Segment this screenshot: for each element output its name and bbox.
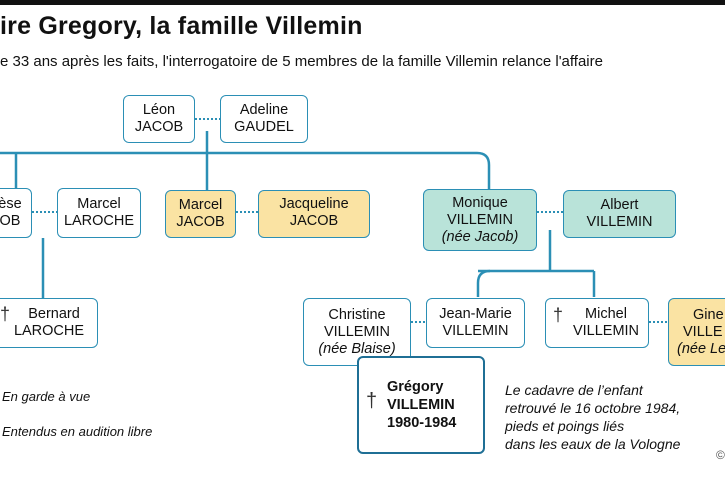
first-name: Christine — [328, 306, 386, 323]
deceased-cross-icon: † — [553, 305, 564, 325]
first-name: Grégory — [387, 379, 444, 395]
last-name: VILLEMIN — [442, 323, 509, 339]
first-name: èse — [0, 196, 22, 212]
first-name: Monique — [452, 194, 508, 211]
person-christine-villemin: Christine VILLEMIN (née Blaise) — [303, 298, 411, 366]
first-name: Gine — [693, 306, 724, 323]
person-bernard-laroche: Bernard LAROCHE — [0, 298, 98, 348]
first-name: Michel — [585, 306, 627, 322]
first-name: Jacqueline — [279, 196, 349, 212]
legend-custody: En garde à vue — [2, 389, 91, 404]
life-years: 1980-1984 — [387, 415, 457, 431]
copyright-mark: © — [716, 448, 725, 462]
maiden-name: (née Jacob) — [441, 228, 519, 245]
person-monique-villemin: Monique VILLEMIN (née Jacob) — [423, 189, 537, 251]
note-line: dans les eaux de la Vologne — [505, 436, 681, 452]
legend-hearing: Entendus en audition libre — [2, 424, 153, 439]
person-gregory-villemin: Grégory VILLEMIN 1980-1984 — [357, 356, 485, 454]
deceased-cross-icon: † — [366, 390, 378, 412]
maiden-name: (née Blaise) — [318, 340, 396, 357]
annotation-note: Le cadavre de l’enfant retrouvé le 16 oc… — [505, 381, 680, 453]
first-name: Bernard — [28, 306, 80, 322]
last-name: VILLEMIN — [387, 397, 455, 413]
last-name: VILLEMIN — [586, 214, 653, 230]
person-albert-villemin: Albert VILLEMIN — [563, 190, 676, 238]
person-ginette-villemin: Gine VILLE (née Le — [668, 298, 725, 366]
top-rule — [0, 0, 725, 5]
page-subtitle: e 33 ans après les faits, l'interrogatoi… — [0, 53, 603, 70]
first-name: Jean-Marie — [439, 306, 512, 322]
last-name: OB — [0, 213, 21, 229]
last-name: LAROCHE — [63, 213, 135, 229]
person-marcel-jacob: Marcel JACOB — [165, 190, 236, 238]
last-name: VILLEMIN — [446, 211, 514, 228]
note-line: pieds et poings liés — [505, 418, 625, 434]
last-name: VILLEMIN — [572, 323, 640, 339]
first-name: Marcel — [77, 196, 121, 212]
last-name: JACOB — [289, 213, 339, 229]
last-name: VILLEMIN — [323, 323, 391, 340]
last-name: GAUDEL — [234, 119, 294, 135]
person-michel-villemin: Michel VILLEMIN — [545, 298, 649, 348]
last-name: VILLE — [683, 323, 723, 340]
person-therese-jacob: èse OB — [0, 188, 32, 238]
person-jacqueline-jacob: Jacqueline JACOB — [258, 190, 370, 238]
page-title: ire Gregory, la famille Villemin — [0, 12, 363, 40]
person-marcel-laroche: Marcel LAROCHE — [57, 188, 141, 238]
person-leon-jacob: Léon JACOB — [123, 95, 195, 143]
last-name: JACOB — [134, 119, 184, 135]
maiden-name: (née Le — [677, 340, 725, 357]
last-name: JACOB — [176, 214, 225, 230]
first-name: Adeline — [239, 102, 289, 118]
person-jean-marie-villemin: Jean-Marie VILLEMIN — [426, 298, 525, 348]
person-adeline-gaudel: Adeline GAUDEL — [220, 95, 308, 143]
note-line: retrouvé le 16 octobre 1984, — [505, 400, 681, 416]
first-name: Marcel — [178, 197, 223, 213]
last-name: LAROCHE — [13, 323, 85, 339]
first-name: Albert — [600, 197, 639, 213]
note-line: Le cadavre de l’enfant — [505, 382, 643, 398]
deceased-cross-icon: † — [0, 304, 11, 324]
first-name: Léon — [142, 102, 176, 118]
